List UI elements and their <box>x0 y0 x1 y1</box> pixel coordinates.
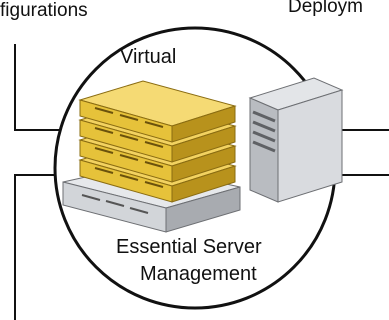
connector-mid-left <box>14 174 66 320</box>
tower-server-icon <box>248 77 344 203</box>
top-right-label: Deploym <box>288 0 363 17</box>
top-left-label: figurations <box>0 0 88 21</box>
connector-top-left <box>14 44 72 131</box>
essential-server-management-label-line2: Management <box>140 263 257 285</box>
virtual-label: Virtual <box>120 46 177 68</box>
rack-server-stack-icon <box>62 80 241 233</box>
essential-server-management-label-line1: Essential Server <box>116 236 262 258</box>
yellow-server-1 <box>78 80 237 143</box>
